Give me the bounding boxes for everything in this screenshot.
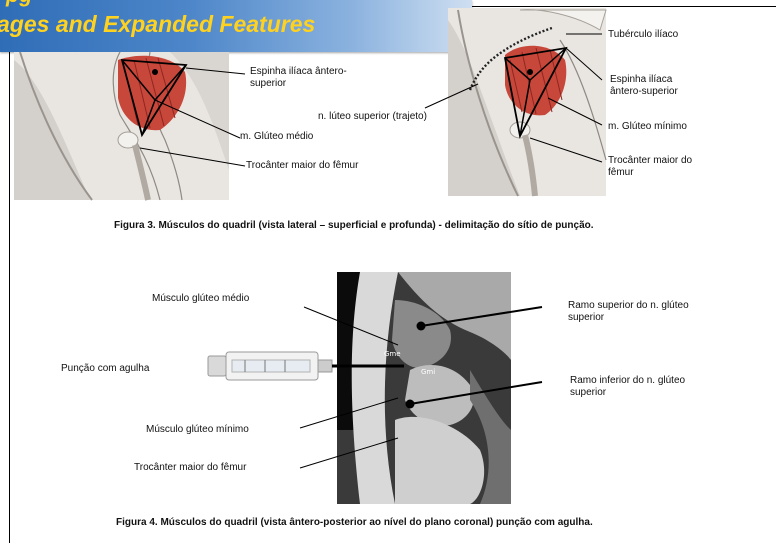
label-gluteo-medio: m. Glúteo médio	[240, 131, 313, 143]
label-musculo-gluteo-minimo: Músculo glúteo mínimo	[146, 424, 249, 436]
mri-tag-gmi: Gmi	[421, 368, 435, 376]
label-trocanter-right: Trocânter maior do fêmur	[608, 155, 708, 179]
figure-3-caption: Figura 3. Músculos do quadril (vista lat…	[114, 220, 594, 231]
label-espinha-iliaca-right: Espinha ilíaca ântero-superior	[610, 74, 700, 98]
label-gluteo-minimo-right: m. Glúteo mínimo	[608, 121, 687, 133]
label-ramo-inferior: Ramo inferior do n. glúteo superior	[570, 375, 695, 399]
mri-coronal-image: Gme Gmi	[337, 272, 511, 504]
label-musculo-gluteo-medio: Músculo glúteo médio	[152, 293, 249, 305]
label-text: Espinha ilíaca ântero-superior	[250, 66, 358, 90]
label-tuberculo-iliaco: Tubérculo ilíaco	[608, 29, 678, 41]
label-trocanter-fig4: Trocânter maior do fêmur	[134, 462, 246, 474]
label-ramo-superior: Ramo superior do n. glúteo superior	[568, 300, 693, 324]
hip-illustration-deep	[425, 8, 606, 196]
label-espinha-iliaca-left: Espinha ilíaca ântero-superior	[250, 66, 358, 90]
label-nervo-luteo: n. lúteo superior (trajeto)	[318, 111, 427, 123]
mri-tag-gme: Gme	[384, 350, 401, 358]
hip-illustration-superficial	[14, 52, 245, 200]
figure-4-caption: Figura 4. Músculos do quadril (vista ânt…	[116, 517, 593, 528]
label-puncao-agulha: Punção com agulha	[61, 363, 149, 375]
label-trocanter-left: Trocânter maior do fêmur	[246, 160, 358, 172]
